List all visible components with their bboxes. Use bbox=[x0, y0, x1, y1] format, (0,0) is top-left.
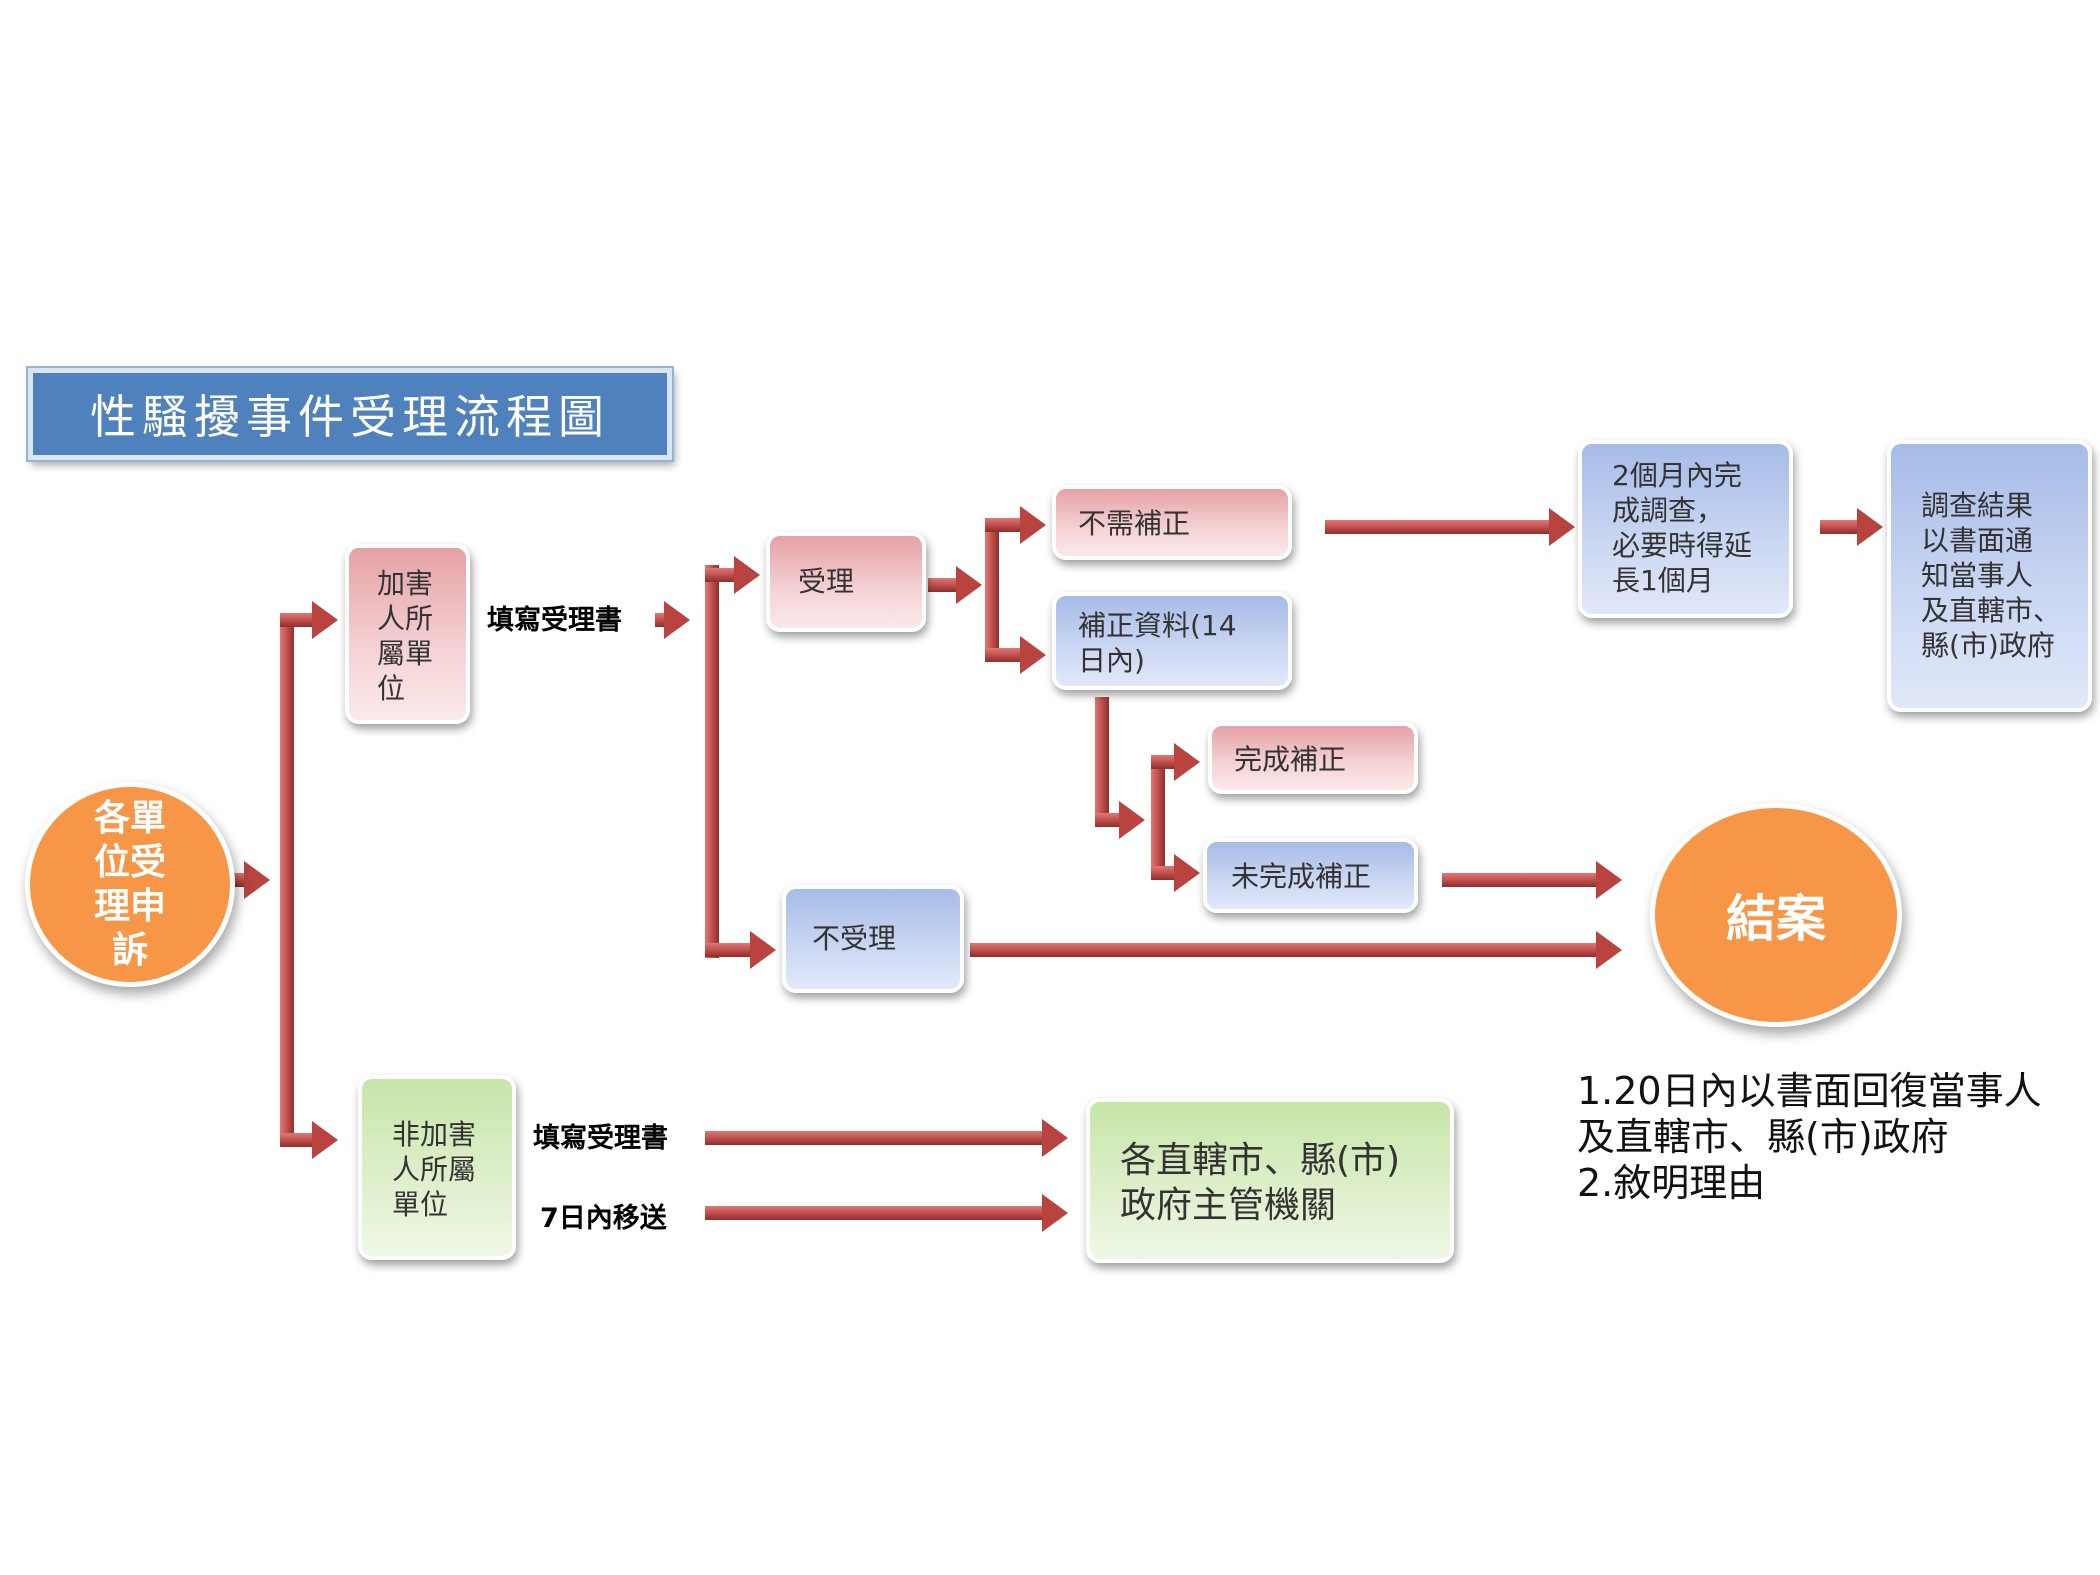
connector-bar-2 bbox=[280, 615, 294, 1140]
end-note-line-3: 2.敘明理由 bbox=[1577, 1161, 1766, 1205]
page-title: 性騷擾事件受理流程圖 bbox=[90, 390, 610, 444]
accept-label: 受理 bbox=[798, 565, 855, 598]
correction-label: 補正資料(14 日內) bbox=[1078, 609, 1237, 677]
connector-bar-6 bbox=[705, 565, 719, 958]
no-correction-node: 不需補正 bbox=[1052, 485, 1292, 560]
arrow-shaft-8 bbox=[705, 943, 750, 957]
arrow-shaft-23 bbox=[705, 1206, 1042, 1220]
arrowhead-9 bbox=[956, 566, 982, 604]
arrow-shaft-5 bbox=[655, 613, 664, 627]
fill-form-label-2: 填寫受理書 bbox=[533, 1123, 668, 1154]
arrow-shaft-12 bbox=[985, 648, 1020, 662]
arrow-shaft-20 bbox=[1442, 873, 1596, 887]
end-note-line-2: 及直轄市、縣(市)政府 bbox=[1577, 1115, 1949, 1159]
correction-not-done-label: 未完成補正 bbox=[1231, 860, 1372, 893]
arrow-shaft-3 bbox=[280, 613, 312, 627]
transfer-7days-label: 7日內移送 bbox=[540, 1203, 667, 1234]
arrow-shaft-1 bbox=[232, 873, 244, 887]
arrow-shaft-16 bbox=[1095, 813, 1119, 827]
correction-node: 補正資料(14 日內) bbox=[1052, 592, 1292, 690]
reject-label: 不受理 bbox=[812, 922, 897, 955]
arrowhead-19 bbox=[1174, 854, 1200, 892]
non-perpetrator-unit-node: 非加害 人所屬 單位 bbox=[358, 1075, 516, 1260]
arrow-shaft-18 bbox=[1151, 755, 1174, 769]
non-perpetrator-unit-label: 非加害 人所屬 單位 bbox=[392, 1118, 477, 1221]
perpetrator-unit-node: 加害 人所 屬單 位 bbox=[345, 544, 470, 724]
arrowhead-4 bbox=[312, 1121, 338, 1159]
end-note: 1.20日內以書面回復當事人 及直轄市、縣(市)政府 2.敘明理由 bbox=[1577, 1068, 2042, 1206]
arrow-shaft-13 bbox=[1325, 520, 1549, 534]
correction-done-label: 完成補正 bbox=[1234, 743, 1347, 776]
authority-label: 各直轄市、縣(市) 政府主管機關 bbox=[1120, 1140, 1401, 1226]
arrowhead-20 bbox=[1596, 861, 1622, 899]
no-correction-label: 不需補正 bbox=[1078, 507, 1191, 540]
arrowhead-8 bbox=[750, 931, 776, 969]
arrow-shaft-14 bbox=[1820, 520, 1857, 534]
investigation-label: 2個月內完 成調查， 必要時得延 長1個月 bbox=[1612, 459, 1753, 597]
arrowhead-21 bbox=[1596, 931, 1622, 969]
end-node-label: 結案 bbox=[1726, 890, 1826, 948]
arrowhead-23 bbox=[1042, 1194, 1068, 1232]
arrow-shaft-9 bbox=[928, 578, 956, 592]
arrowhead-16 bbox=[1119, 801, 1145, 839]
arrow-shaft-7 bbox=[705, 568, 734, 582]
investigation-node: 2個月內完 成調查， 必要時得延 長1個月 bbox=[1578, 440, 1793, 618]
arrow-shaft-11 bbox=[985, 518, 1020, 532]
arrowhead-22 bbox=[1042, 1119, 1068, 1157]
arrowhead-1 bbox=[244, 861, 270, 899]
correction-done-node: 完成補正 bbox=[1208, 722, 1418, 794]
arrowhead-5 bbox=[664, 601, 690, 639]
arrowhead-7 bbox=[734, 556, 760, 594]
result-notice-node: 調查結果 以書面通 知當事人 及直轄市、 縣(市)政府 bbox=[1887, 440, 2092, 712]
title-banner: 性騷擾事件受理流程圖 bbox=[26, 366, 674, 462]
connector-bar-17 bbox=[1151, 760, 1165, 875]
arrowhead-14 bbox=[1857, 508, 1883, 546]
arrow-shaft-22 bbox=[705, 1131, 1042, 1145]
arrowhead-3 bbox=[312, 601, 338, 639]
start-node-label: 各單 位受 理申 訴 bbox=[93, 797, 166, 971]
arrowhead-18 bbox=[1174, 743, 1200, 781]
end-node: 結案 bbox=[1650, 803, 1902, 1027]
arrowhead-12 bbox=[1020, 636, 1046, 674]
fill-form-label-1: 填寫受理書 bbox=[487, 605, 622, 636]
accept-node: 受理 bbox=[766, 532, 926, 632]
arrow-shaft-21 bbox=[970, 943, 1596, 957]
perpetrator-unit-label: 加害 人所 屬單 位 bbox=[377, 567, 434, 705]
arrow-shaft-4 bbox=[280, 1133, 312, 1147]
arrowhead-11 bbox=[1020, 506, 1046, 544]
reject-node: 不受理 bbox=[782, 885, 964, 993]
arrowhead-13 bbox=[1549, 508, 1575, 546]
start-node: 各單 位受 理申 訴 bbox=[25, 782, 235, 987]
connector-bar-15 bbox=[1095, 697, 1109, 820]
result-notice-label: 調查結果 以書面通 知當事人 及直轄市、 縣(市)政府 bbox=[1921, 489, 2062, 662]
correction-not-done-node: 未完成補正 bbox=[1203, 838, 1418, 913]
arrow-shaft-19 bbox=[1151, 866, 1174, 880]
end-note-line-1: 1.20日內以書面回復當事人 bbox=[1577, 1069, 2042, 1113]
authority-node: 各直轄市、縣(市) 政府主管機關 bbox=[1086, 1098, 1454, 1263]
connector-bar-10 bbox=[985, 520, 999, 660]
